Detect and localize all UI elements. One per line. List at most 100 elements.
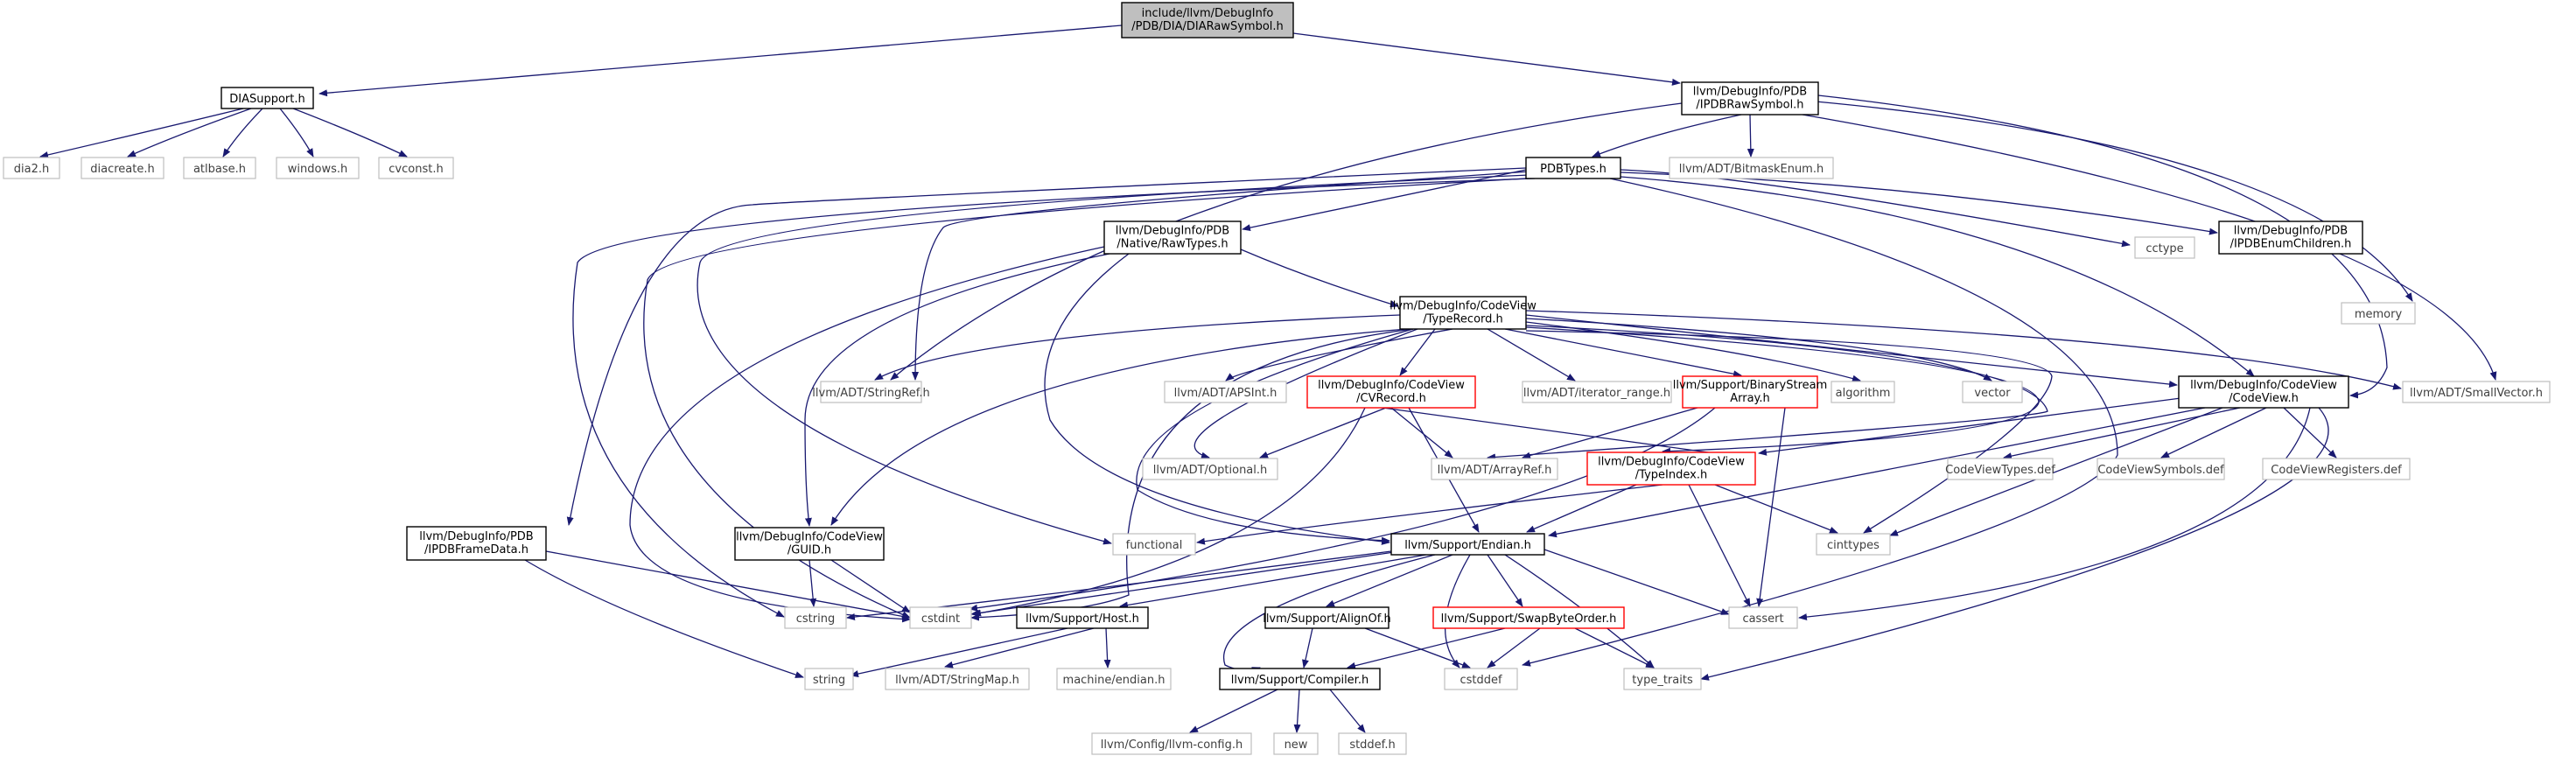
node-label: /IPDBEnumChildren.h [2230,238,2352,251]
dependency-edge [1302,627,1313,668]
dependency-edge [1119,554,1427,609]
node-iteratorrange[interactable]: llvm/ADT/iterator_range.h [1522,381,1672,403]
dependency-edge [629,246,1105,623]
node-stringref[interactable]: llvm/ADT/StringRef.h [812,381,930,403]
node-memory[interactable]: memory [2341,302,2416,325]
node-diasupport[interactable]: DIASupport.h [220,87,314,109]
node-machineendian[interactable]: machine/endian.h [1056,668,1172,690]
node-swapbyteorder[interactable]: llvm/Support/SwapByteOrder.h [1432,606,1625,629]
node-typetraits[interactable]: type_traits [1623,668,1702,690]
node-cctype[interactable]: cctype [2134,236,2195,259]
node-functional[interactable]: functional [1112,533,1196,556]
node-llvmconfig[interactable]: llvm/Config/llvm-config.h [1091,732,1252,755]
node-windows[interactable]: windows.h [276,157,360,179]
node-diacreate[interactable]: diacreate.h [80,157,164,179]
node-label: DIASupport.h [229,93,305,106]
node-optional[interactable]: llvm/ADT/Optional.h [1142,458,1278,480]
node-host[interactable]: llvm/Support/Host.h [1016,606,1149,629]
dependency-edge [1292,32,1681,86]
node-label: CodeViewTypes.def [1945,464,2055,477]
node-label: llvm/ADT/SmallVector.h [2410,387,2543,400]
node-cvrecord[interactable]: llvm/DebugInfo/CodeView/CVRecord.h [1306,375,1476,409]
node-stringmap[interactable]: llvm/ADT/StringMap.h [885,668,1030,690]
dependency-edge [2283,407,2337,458]
node-new[interactable]: new [1273,732,1319,755]
node-algorithm[interactable]: algorithm [1830,381,1895,403]
node-guid[interactable]: llvm/DebugInfo/CodeView/GUID.h [734,527,885,561]
node-codeviewsymbols[interactable]: CodeViewSymbols.def [2096,458,2225,480]
node-dia2[interactable]: dia2.h [3,157,60,179]
node-label: cstddef [1460,674,1502,687]
node-cstdint[interactable]: cstdint [909,606,972,629]
node-box [1112,533,1196,556]
node-box [804,668,854,690]
node-ipdbframedata[interactable]: llvm/DebugInfo/PDB/IPDBFrameData.h [406,526,547,561]
node-endian[interactable]: llvm/Support/Endian.h [1390,533,1545,556]
dependency-edge [1525,330,2053,534]
node-alignof[interactable]: llvm/Support/AlignOf.h [1263,606,1391,629]
node-label: stddef.h [1349,738,1395,752]
dependency-edge [318,24,1123,97]
node-box [820,381,922,403]
node-string[interactable]: string [804,668,854,690]
dependency-edge [566,167,1527,526]
node-bitmaskenum[interactable]: llvm/ADT/BitmaskEnum.h [1669,157,1834,179]
node-vector[interactable]: vector [1962,381,2023,403]
node-box [1338,732,1407,755]
node-label: llvm/ADT/Optional.h [1153,464,1268,477]
node-box [1056,668,1172,690]
node-typeindex[interactable]: llvm/DebugInfo/CodeView/TypeIndex.h [1586,452,1756,486]
node-stddef[interactable]: stddef.h [1338,732,1407,755]
dependency-edge [1347,627,1506,669]
node-label: windows.h [288,163,347,176]
dependency-edge [1714,484,1838,534]
node-label: new [1284,738,1308,752]
node-label: llvm/DebugInfo/PDB [1116,225,1229,238]
dependency-edge [1194,328,1418,459]
dependency-edge [1504,328,1742,378]
node-box [183,157,256,179]
dependency-edge [972,407,1366,617]
node-arrayref[interactable]: llvm/ADT/ArrayRef.h [1431,458,1558,480]
dependency-edge [1525,326,2040,455]
node-ipdbrawsymbol[interactable]: llvm/DebugInfo/PDB/IPDBRawSymbol.h [1681,81,1819,116]
node-box [1586,452,1756,486]
node-cstring[interactable]: cstring [784,606,847,629]
node-box [734,527,885,561]
node-box [2402,381,2551,403]
dependency-edge [1574,627,1655,668]
node-cstddef[interactable]: cstddef [1444,668,1518,690]
node-box [1432,606,1625,629]
node-label: string [813,674,845,687]
node-compiler[interactable]: llvm/Support/Compiler.h [1219,668,1381,690]
node-label: llvm/Support/Host.h [1026,612,1139,626]
node-smallvector[interactable]: llvm/ADT/SmallVector.h [2402,381,2551,403]
dependency-edge [1364,627,1471,668]
node-label: llvm/DebugInfo/CodeView [1598,456,1745,469]
node-nativerawtypes[interactable]: llvm/DebugInfo/PDB/Native/RawTypes.h [1103,220,1242,255]
node-typerecord[interactable]: llvm/DebugInfo/CodeView/TypeRecord.h [1390,296,1536,330]
node-codeview[interactable]: llvm/DebugInfo/CodeView/CodeView.h [2178,375,2349,409]
dependency-edge [1390,407,1453,458]
node-cvconst[interactable]: cvconst.h [378,157,454,179]
node-box [1962,381,2023,403]
node-label: /GUID.h [788,544,831,557]
node-atlbase[interactable]: atlbase.h [183,157,256,179]
node-box [2341,302,2416,325]
dependency-edge [912,171,1530,381]
node-codeviewregisters[interactable]: CodeViewRegisters.def [2262,458,2411,480]
dependency-edge [1189,689,1278,733]
node-cinttypes[interactable]: cinttypes [1816,533,1891,556]
node-box [1444,668,1518,690]
node-label: vector [1974,387,2011,400]
node-ipdbenumchildren[interactable]: llvm/DebugInfo/PDB/IPDBEnumChildren.h [2218,220,2363,255]
node-codeviewtypes[interactable]: CodeViewTypes.def [1945,458,2055,480]
node-pdbtypes[interactable]: PDBTypes.h [1525,157,1621,179]
dependency-edge [1136,328,1414,544]
node-label: llvm/DebugInfo/PDB [1693,86,1807,99]
dependency-edge [1326,554,1453,607]
node-apsint[interactable]: llvm/ADT/APSInt.h [1164,381,1287,403]
node-cassert[interactable]: cassert [1728,606,1798,629]
node-label: /CVRecord.h [1356,392,1426,405]
